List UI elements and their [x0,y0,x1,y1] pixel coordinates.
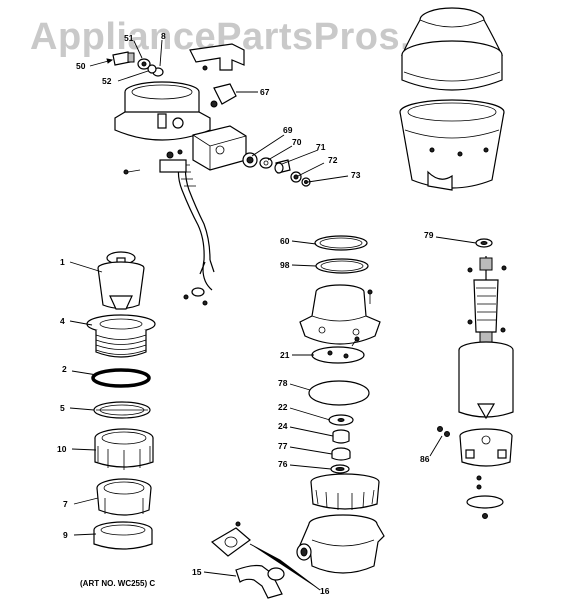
callout-52: 52 [102,76,112,86]
outer-shell-cover [401,7,503,91]
callout-98: 98 [280,260,290,270]
lower-hopper-body [296,514,385,574]
part-76-seal [330,464,350,474]
callout-51: 51 [124,33,134,43]
part-5-backup-ring [93,401,151,419]
callout-1: 1 [60,257,65,267]
part-51-bushing [137,58,151,70]
part-24-spacer [332,429,350,444]
part-50-screw [112,51,135,66]
callout-8: 8 [161,31,166,41]
power-cord [123,149,215,306]
leader-lines [69,39,477,591]
callout-2: 2 [62,364,67,374]
callout-16: 16 [320,586,330,596]
part-71-bushing [274,159,291,174]
inner-housing [399,99,505,191]
grind-ring-housing [310,473,380,510]
motor-base-parts [466,475,504,519]
callout-72: 72 [328,155,338,165]
callout-67: 67 [260,87,270,97]
callout-22: 22 [278,402,288,412]
callout-60: 60 [280,236,290,246]
callout-78: 78 [278,378,288,388]
callout-24: 24 [278,421,288,431]
stator-sleeve [458,341,514,420]
callout-5: 5 [60,403,65,413]
part-77-bearing [331,447,351,461]
callout-76: 76 [278,459,288,469]
part-52-nut [147,64,157,74]
part-70-washer [259,157,273,169]
hopper-upper-housing [299,284,381,345]
callout-77: 77 [278,441,288,451]
part-16-gasket [210,521,251,557]
part-60-ring [314,235,368,251]
callout-70: 70 [292,137,302,147]
callout-73: 73 [351,170,361,180]
callout-7: 7 [63,499,68,509]
part-2-gasket [91,368,151,388]
part-1-stopper [97,251,145,310]
part-4-sink-flange [86,314,156,358]
part-67-clamp [210,83,237,108]
callout-10: 10 [57,444,67,454]
art-number-label: (ART NO. WC255) C [80,579,156,588]
callout-86: 86 [420,454,430,464]
part-9-gasket [93,521,153,550]
rotor-armature [467,256,507,348]
part-69-grommet [242,152,258,168]
callout-50: 50 [76,61,86,71]
part-15-discharge-tube [235,564,285,599]
top-bracket [189,43,245,71]
part-78-gasket [308,380,370,406]
electrical-box [192,125,247,171]
callout-9: 9 [63,530,68,540]
part-22-washer [328,414,354,426]
part-72-nut [290,171,302,183]
callout-21: 21 [280,350,290,360]
callout-4: 4 [60,316,65,326]
part-10-mounting-ring [94,428,154,470]
callout-15: 15 [192,567,202,577]
part-7-snap-ring [96,478,152,516]
part-86-screws [437,426,450,437]
callout-69: 69 [283,125,293,135]
part-79-washer [475,238,493,248]
part-98-ring [315,258,369,274]
callout-79: 79 [424,230,434,240]
housing-mount-assembly [114,81,211,141]
callout-71: 71 [316,142,326,152]
callout-labels: 50 51 8 52 67 69 70 71 72 73 1 4 2 5 10 … [57,31,434,596]
lower-end-bell [459,428,513,467]
